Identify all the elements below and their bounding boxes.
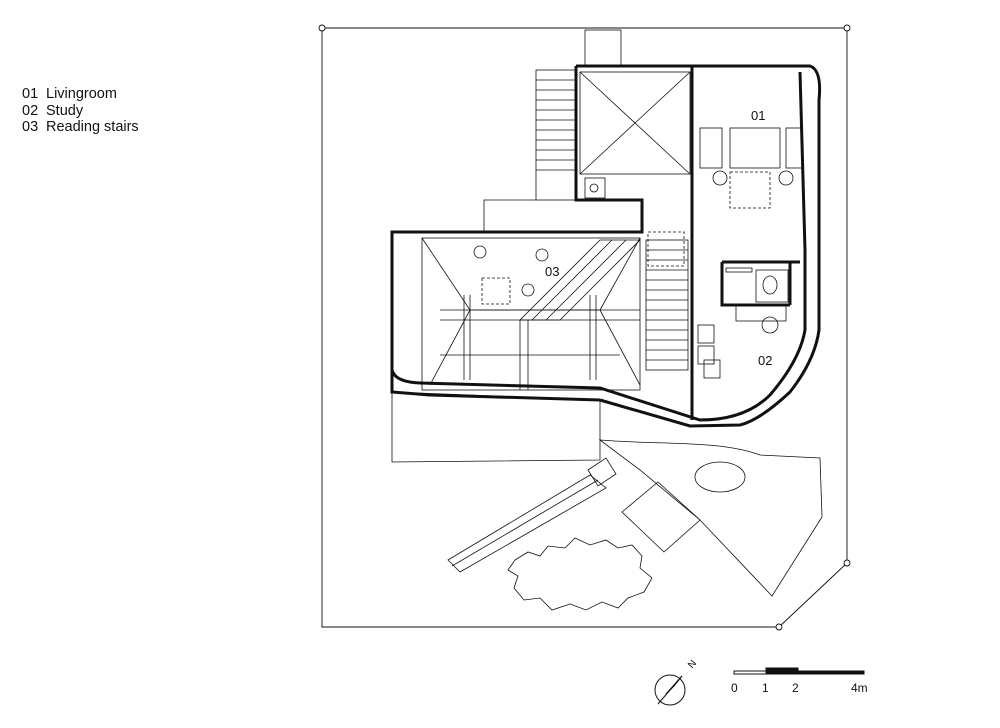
legend-label: Reading stairs bbox=[46, 119, 139, 135]
scale-bar bbox=[733, 667, 865, 675]
scale-tick: 0 bbox=[731, 681, 738, 695]
legend-number: 02 bbox=[22, 102, 39, 119]
room-label-study: 02 bbox=[758, 353, 772, 368]
room-labels: 01 02 03 bbox=[545, 108, 772, 368]
legend-label: Study bbox=[46, 102, 84, 119]
interior-stair-treads bbox=[646, 249, 688, 361]
legend-label: Livingroom bbox=[46, 86, 117, 102]
tree-outline bbox=[507, 537, 653, 611]
legend-number: 03 bbox=[22, 119, 39, 135]
legend-item-livingroom: 01 Livingroom bbox=[22, 86, 139, 103]
scale-tick: 1 bbox=[762, 681, 769, 695]
scale-bar-ticks: 0 1 2 4m bbox=[731, 681, 868, 695]
north-label: N bbox=[686, 658, 699, 671]
scale-tick: 4m bbox=[851, 681, 868, 695]
exterior-stair-treads bbox=[536, 79, 576, 171]
north-arrow: N bbox=[654, 658, 699, 706]
legend: 01 Livingroom 02 Study 03 Reading stairs bbox=[22, 86, 139, 136]
building-walls bbox=[390, 64, 822, 428]
scale-tick: 2 bbox=[792, 681, 799, 695]
room-label-livingroom: 01 bbox=[751, 108, 765, 123]
interior-lines bbox=[421, 29, 803, 391]
legend-item-reading-stairs: 03 Reading stairs bbox=[22, 119, 139, 136]
room-label-reading-stairs: 03 bbox=[545, 264, 559, 279]
landscape bbox=[391, 391, 823, 611]
site-boundary bbox=[318, 24, 851, 631]
legend-number: 01 bbox=[22, 86, 39, 102]
legend-item-study: 02 Study bbox=[22, 103, 139, 120]
